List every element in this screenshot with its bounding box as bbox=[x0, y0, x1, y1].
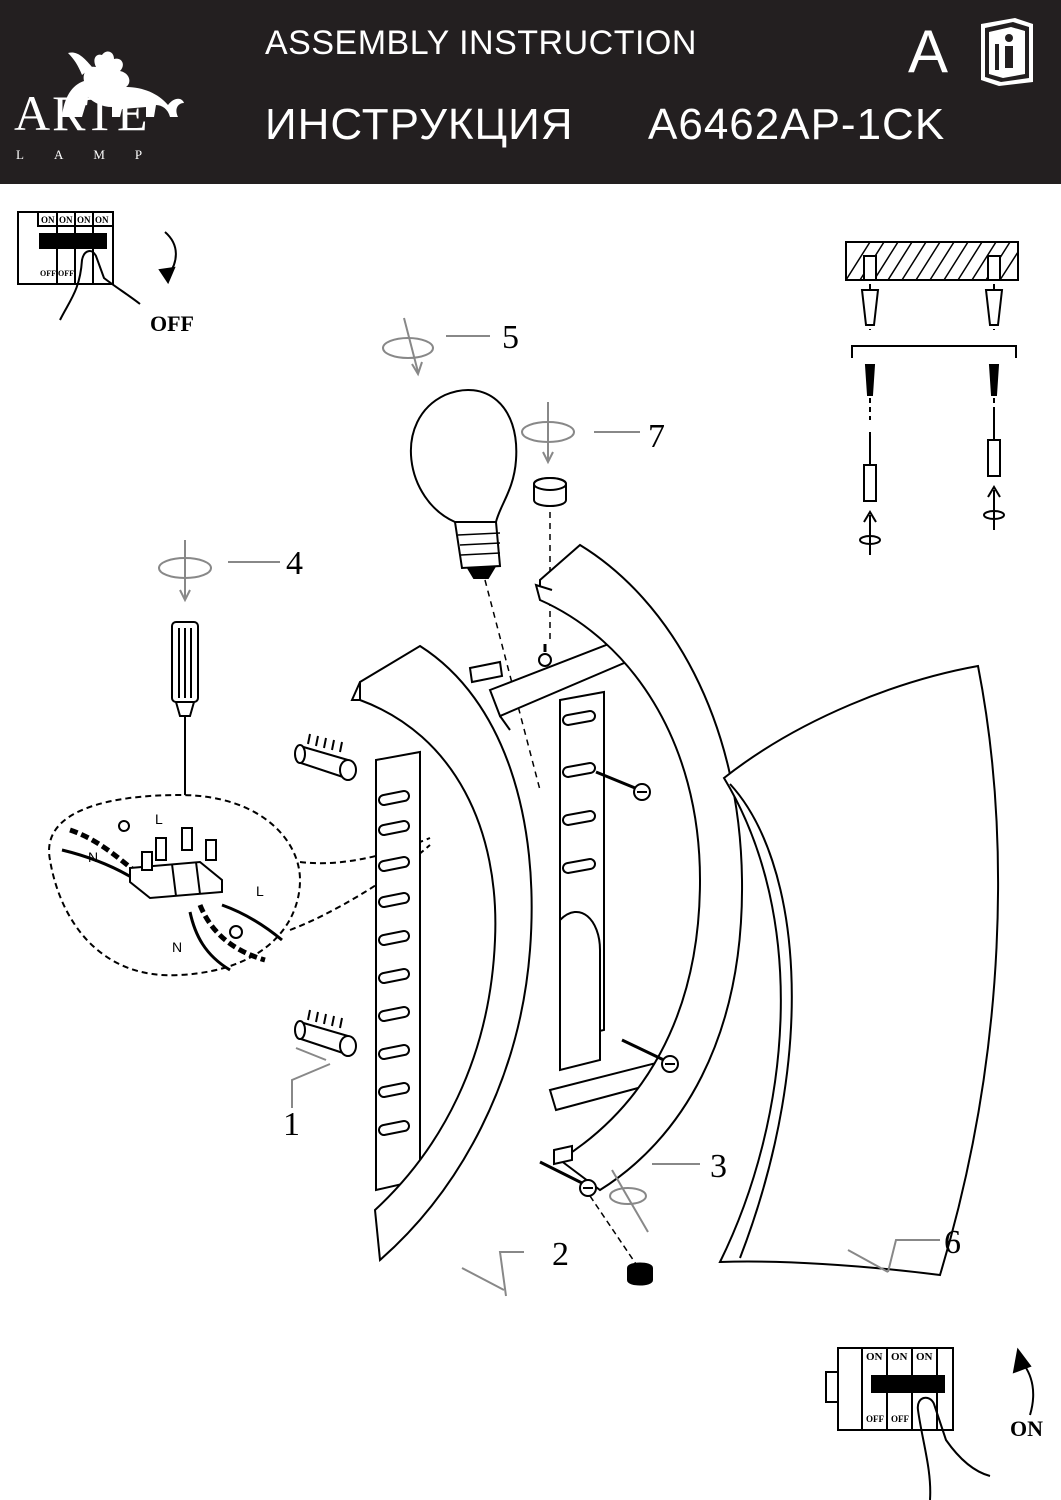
callout-5: 5 bbox=[502, 319, 519, 356]
curved-frame-right bbox=[534, 543, 744, 1192]
language-letter: A bbox=[908, 18, 949, 85]
title-russian: ИНСТРУКЦИЯ bbox=[265, 100, 574, 149]
info-manual-icon bbox=[981, 18, 1033, 86]
svg-text:OFF: OFF bbox=[866, 1414, 884, 1424]
brand-subtitle: LAMP bbox=[16, 147, 173, 162]
light-bulb bbox=[409, 389, 541, 791]
cap-part-7 bbox=[521, 402, 640, 640]
svg-text:OFF: OFF bbox=[40, 269, 56, 278]
wall-plug-lower bbox=[294, 1009, 357, 1057]
callout-4: 4 bbox=[286, 545, 303, 582]
screw-lower bbox=[621, 1038, 679, 1073]
breaker-on-panel: ON ON ON OFF OFF bbox=[825, 1347, 1035, 1500]
rotate-symbol-5 bbox=[382, 317, 490, 377]
on-label: ON bbox=[1010, 1416, 1043, 1441]
title-english: ASSEMBLY INSTRUCTION bbox=[265, 24, 697, 62]
wire-label-l-top: L bbox=[155, 811, 163, 827]
svg-text:ON: ON bbox=[59, 215, 73, 225]
wall-plug-upper bbox=[294, 733, 357, 781]
svg-text:OFF: OFF bbox=[891, 1414, 909, 1424]
wiring-detail-bubble: L N L N bbox=[48, 793, 431, 977]
ceiling-mount-detail bbox=[845, 241, 1019, 555]
callout-7: 7 bbox=[648, 418, 665, 455]
wire-label-l-bottom: L bbox=[256, 883, 264, 899]
model-number: A6462AP-1CK bbox=[648, 100, 946, 149]
wall-plug-top bbox=[468, 660, 504, 684]
wire-label-n-bottom: N bbox=[172, 939, 182, 955]
callout-6: 6 bbox=[944, 1224, 961, 1261]
svg-text:ON: ON bbox=[866, 1351, 883, 1363]
screwdriver-tool bbox=[158, 540, 280, 800]
svg-text:ON: ON bbox=[916, 1351, 933, 1363]
svg-text:ON: ON bbox=[77, 215, 91, 225]
callout-3: 3 bbox=[710, 1148, 727, 1185]
svg-text:OFF: OFF bbox=[58, 269, 74, 278]
svg-text:ON: ON bbox=[891, 1351, 908, 1363]
curved-frame-left bbox=[350, 644, 533, 1263]
back-mounting-plate bbox=[375, 626, 670, 1192]
off-label: OFF bbox=[150, 311, 194, 336]
callout-1: 1 bbox=[283, 1106, 300, 1143]
header-bar: ARTE LAMP ASSEMBLY INSTRUCTION ИНСТРУКЦИ… bbox=[0, 0, 1061, 184]
brand-wordmark: ARTE bbox=[14, 85, 150, 141]
glass-shade bbox=[718, 664, 1000, 1277]
breaker-off-panel: ON ON ON ON OFF OFF bbox=[17, 211, 177, 321]
screw-upper bbox=[595, 770, 651, 801]
screw-3 bbox=[539, 1144, 700, 1286]
wire-label-n-top: N bbox=[88, 849, 98, 865]
arte-lamp-logo-icon bbox=[62, 51, 184, 117]
svg-text:ON: ON bbox=[95, 215, 109, 225]
svg-text:ON: ON bbox=[41, 215, 55, 225]
assembly-diagram: ON ON ON ON OFF OFF ON ON ON OFF OFF bbox=[17, 211, 1035, 1500]
callout-2: 2 bbox=[552, 1236, 569, 1273]
